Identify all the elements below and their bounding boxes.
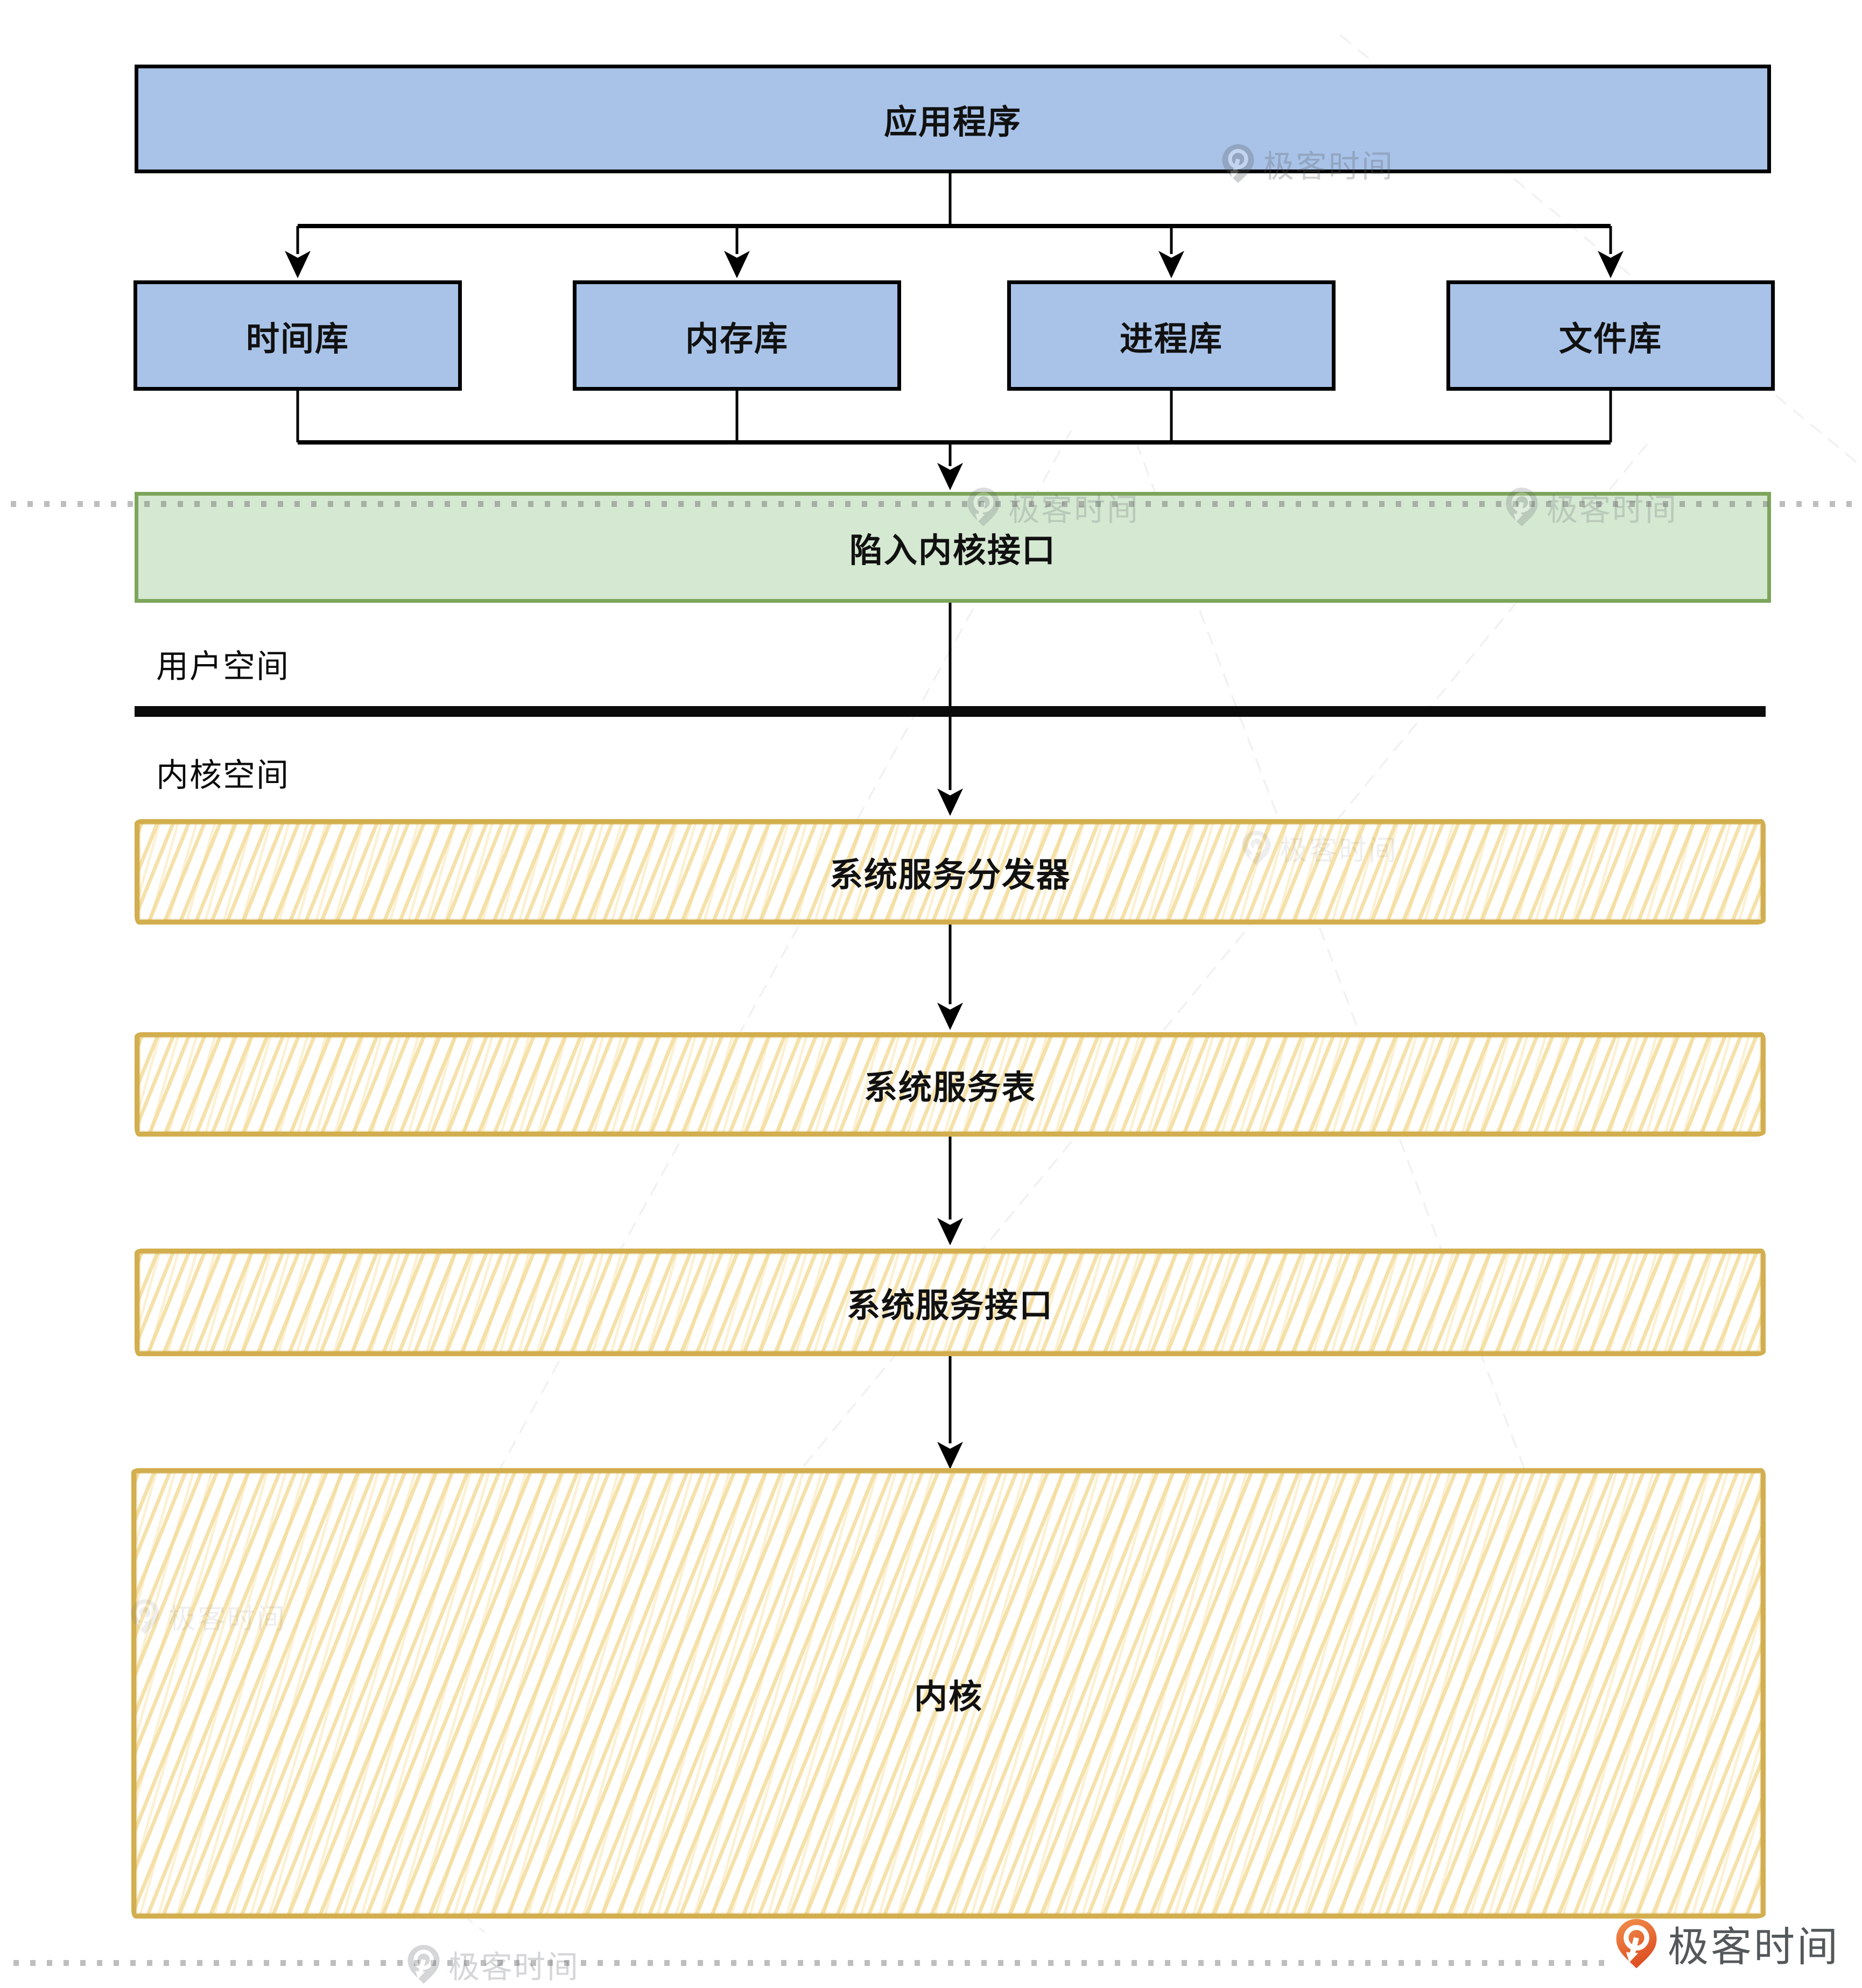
geektime-pin-icon: [130, 1599, 159, 1634]
geektime-pin-icon: [967, 487, 1000, 527]
system-service-interface-label: 系统服务接口: [846, 1287, 1053, 1324]
system-service-table-label: 系统服务表: [863, 1069, 1036, 1106]
system-service-interface-box: 系统服务接口: [135, 1249, 1766, 1356]
system-service-dispatcher-label: 系统服务分发器: [829, 857, 1071, 894]
arrowheads: [285, 251, 1624, 1469]
watermark-kernel-box: 极客时间: [129, 1596, 286, 1637]
watermark-text: 极客时间: [1263, 149, 1395, 184]
watermark-text: 极客时间: [168, 1604, 287, 1635]
application-box-label: 应用程序: [883, 104, 1022, 141]
file-library-box: 文件库: [1446, 280, 1775, 391]
dotted-watermark-line-top: [11, 501, 1852, 507]
flow-lines: [296, 173, 1612, 1443]
trap-kernel-interface-box: 陷入内核接口: [135, 492, 1771, 603]
kernel-box: 内核: [131, 1468, 1766, 1919]
geektime-pin-icon: [407, 1944, 440, 1984]
watermark-text: 极客时间: [1008, 492, 1140, 527]
dotted-watermark-line-bottom: [13, 1960, 1607, 1966]
watermark-dispatcher-box: 极客时间: [1241, 828, 1398, 868]
system-service-dispatcher-box: 系统服务分发器: [135, 819, 1766, 925]
kernel-space-label: 内核空间: [156, 757, 290, 793]
watermark-text: 极客时间: [1280, 835, 1399, 866]
time-library-label: 时间库: [245, 320, 349, 358]
application-box: 应用程序: [135, 65, 1771, 173]
watermark-mid-left: 极客时间: [966, 484, 1140, 530]
process-library-box: 进程库: [1007, 280, 1336, 391]
geektime-logo-text: 极客时间: [1668, 1924, 1840, 1970]
geektime-logo-icon: [1616, 1919, 1657, 1968]
file-library-label: 文件库: [1558, 320, 1662, 358]
watermark-text: 极客时间: [448, 1950, 580, 1985]
space-divider-line: [135, 706, 1766, 717]
time-library-box: 时间库: [133, 280, 462, 391]
system-service-table-box: 系统服务表: [135, 1032, 1766, 1137]
trap-kernel-interface-label: 陷入内核接口: [849, 532, 1056, 569]
memory-library-label: 内存库: [685, 320, 789, 358]
geektime-pin-icon: [1242, 830, 1271, 865]
watermark-top: 极客时间: [1221, 141, 1394, 186]
watermark-mid-right: 极客时间: [1505, 484, 1678, 530]
geektime-pin-icon: [1506, 487, 1538, 527]
process-library-label: 进程库: [1119, 320, 1223, 358]
watermark-text: 极客时间: [1547, 492, 1678, 527]
kernel-box-label: 内核: [914, 1678, 983, 1716]
geektime-pin-icon: [1222, 144, 1254, 184]
memory-library-box: 内存库: [573, 280, 901, 391]
user-space-label: 用户空间: [156, 648, 290, 685]
watermark-bottom: 极客时间: [406, 1942, 580, 1987]
geektime-logo: 极客时间: [1615, 1914, 1840, 1973]
